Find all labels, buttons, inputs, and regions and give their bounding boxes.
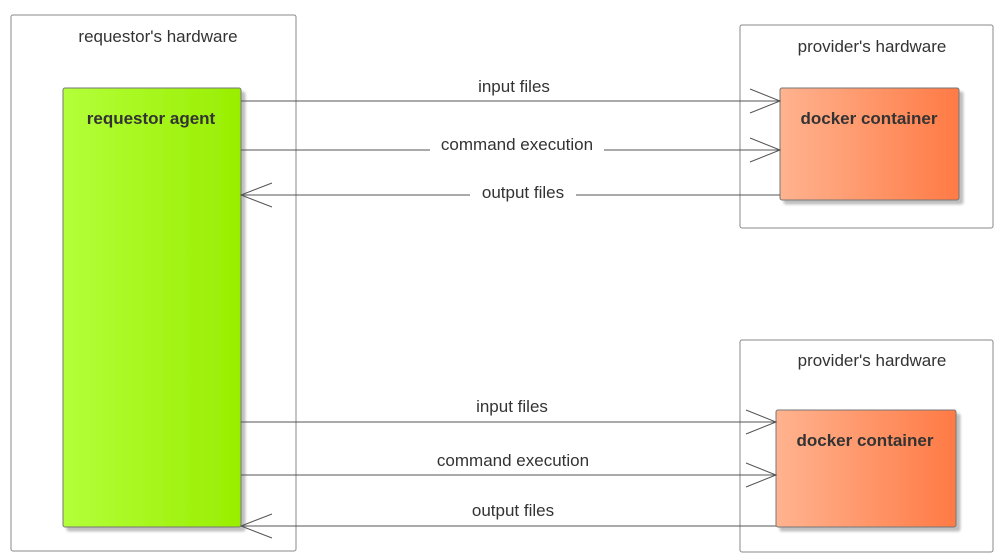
flow-command-execution-label-1: command execution bbox=[441, 135, 593, 154]
docker-container-box-2[interactable] bbox=[775, 409, 957, 528]
flow-command-execution-2[interactable]: command execution bbox=[241, 451, 778, 488]
flow-input-files-1[interactable]: input files bbox=[241, 77, 782, 114]
docker-container-label-1: docker container bbox=[801, 109, 938, 128]
flow-output-files-label-2: output files bbox=[472, 501, 554, 520]
flow-output-files-label-1: output files bbox=[482, 183, 564, 202]
docker-container-label-2: docker container bbox=[797, 431, 934, 450]
provider-hardware-title-1: provider's hardware bbox=[798, 37, 947, 56]
requestor-hardware-title: requestor's hardware bbox=[78, 27, 237, 46]
requestor-agent-label: requestor agent bbox=[87, 109, 216, 128]
requestor-agent-box[interactable] bbox=[62, 87, 242, 528]
flow-command-execution-1[interactable]: command execution bbox=[241, 135, 782, 163]
flow-command-execution-label-2: command execution bbox=[437, 451, 589, 470]
flow-input-files-label-1: input files bbox=[478, 77, 550, 96]
provider-hardware-title-2: provider's hardware bbox=[798, 351, 947, 370]
flow-input-files-2[interactable]: input files bbox=[241, 397, 778, 435]
flow-output-files-1[interactable]: output files bbox=[239, 181, 780, 208]
flow-output-files-2[interactable]: output files bbox=[239, 501, 776, 539]
docker-container-box-1[interactable] bbox=[779, 87, 960, 201]
flow-input-files-label-2: input files bbox=[476, 397, 548, 416]
